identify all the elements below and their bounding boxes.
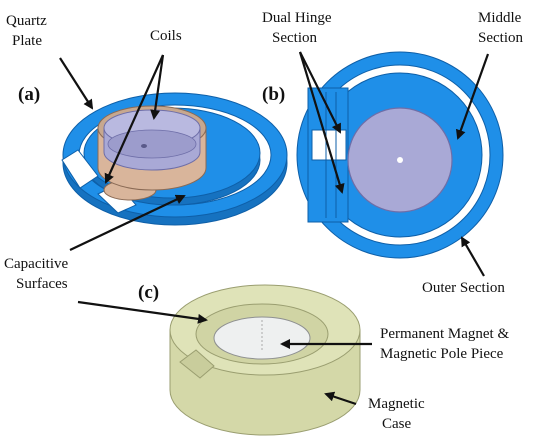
- label-coils: Coils: [150, 28, 182, 44]
- label-middle-2: Section: [478, 30, 523, 46]
- arrow-hinge-2: [298, 51, 345, 194]
- arrow-capacitive-2: [77, 300, 208, 324]
- inner-coil-floor: [107, 129, 197, 159]
- panel-tag-a: (a): [18, 84, 40, 105]
- arrow-middle: [455, 53, 490, 140]
- arrow-quartz-plate: [59, 57, 94, 110]
- center-hole-a: [141, 144, 147, 148]
- label-quartz-2: Plate: [12, 33, 42, 49]
- label-magnet-1: Permanent Magnet &: [380, 326, 509, 342]
- label-middle-1: Middle: [478, 10, 522, 26]
- label-case-2: Case: [382, 416, 412, 432]
- label-capacitive-1: Capacitive: [4, 256, 68, 272]
- arrow-case: [324, 391, 357, 406]
- panel-tag-c: (c): [138, 282, 159, 303]
- label-outer: Outer Section: [422, 280, 505, 296]
- panel-c-figure: [169, 284, 361, 436]
- hinge-cutout-left: [61, 149, 99, 189]
- label-hinge-2: Section: [272, 30, 317, 46]
- arrow-hinge-1: [299, 51, 341, 134]
- panel-b-figure: [296, 51, 504, 259]
- labels: Quartz Plate Coils Dual Hinge Section Mi…: [4, 10, 523, 432]
- label-quartz-1: Quartz: [6, 13, 47, 29]
- arrows: [59, 51, 490, 406]
- panel-a-figure: [61, 92, 288, 226]
- label-magnet-2: Magnetic Pole Piece: [380, 346, 504, 362]
- center-hole-b: [397, 157, 403, 163]
- label-capacitive-2: Surfaces: [16, 276, 68, 292]
- arrow-coils-1: [150, 54, 165, 120]
- panel-tag-b: (b): [262, 84, 285, 105]
- arrow-coils-2: [104, 54, 165, 184]
- arrow-capacitive-1: [69, 194, 186, 251]
- case-notch: [179, 349, 215, 379]
- arrow-outer: [460, 236, 485, 277]
- label-case-1: Magnetic: [368, 396, 425, 412]
- label-hinge-1: Dual Hinge: [262, 10, 332, 26]
